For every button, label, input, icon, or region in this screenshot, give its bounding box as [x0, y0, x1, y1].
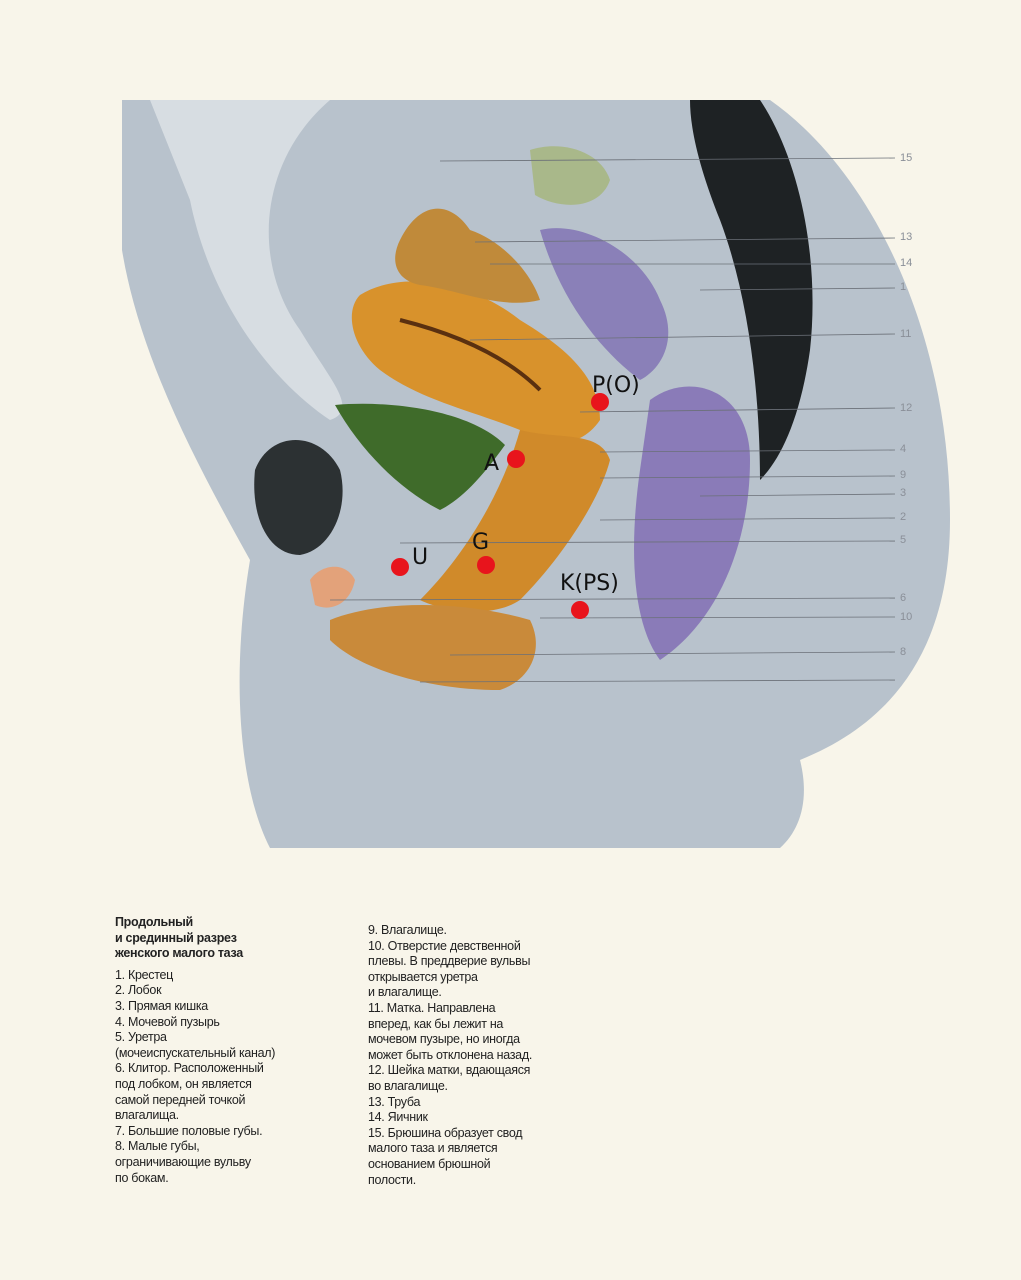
callout-number: 4 — [900, 443, 906, 455]
marker-dot — [591, 393, 609, 411]
legend-item: 15. Брюшина образует свод малого таза и … — [368, 1125, 523, 1187]
marker-dot — [477, 556, 495, 574]
outer-fat-layer — [150, 100, 343, 420]
ovary-tube — [395, 208, 540, 303]
callout-number: 8 — [900, 646, 906, 658]
colon-loop — [530, 146, 610, 205]
marker-label: K(PS) — [560, 571, 619, 596]
marker-label: P(O) — [592, 373, 640, 398]
legend-item: 11. Матка. Направлена вперед, как бы леж… — [368, 1000, 533, 1062]
legend-item: 6. Клитор. Расположенный под лобком, он … — [115, 1061, 264, 1123]
callout-number: 3 — [900, 487, 906, 499]
callout-number: 10 — [900, 611, 912, 623]
callout-lines — [329, 157, 896, 683]
legend-item: 14. Яичник — [368, 1110, 428, 1125]
pubic-bone — [254, 440, 343, 555]
marker-dot — [391, 558, 409, 576]
sigmoid — [540, 228, 669, 380]
vagina — [420, 430, 610, 612]
legend-item: 13. Труба — [368, 1094, 421, 1109]
labia — [330, 605, 536, 690]
callout-number: 1 — [900, 281, 906, 293]
legend-item: 2. Лобок — [115, 983, 162, 998]
legend-item: 3. Прямая кишка — [115, 998, 208, 1013]
sacrum — [690, 100, 813, 480]
clitoris — [310, 566, 355, 608]
callout-number: 12 — [900, 402, 912, 414]
callout-number: 5 — [900, 534, 906, 546]
caption-title: Продольный и срединный разрез женского м… — [115, 915, 243, 961]
callout-number: 15 — [900, 152, 912, 164]
callout-number: 14 — [900, 257, 912, 269]
marker-dot — [571, 601, 589, 619]
legend-item: 7. Большие половые губы. — [115, 1123, 263, 1138]
legend-item: 5. Уретра (мочеиспускательный канал) — [115, 1030, 276, 1060]
uterine-cavity — [399, 318, 542, 392]
callout-number: 9 — [900, 469, 906, 481]
callout-number: 11 — [900, 328, 911, 340]
legend-item: 9. Влагалище. — [368, 923, 447, 937]
legend-item: 8. Малые губы, ограничивающие вульву по … — [115, 1139, 251, 1185]
bladder — [335, 403, 505, 510]
callout-number: 2 — [900, 511, 906, 523]
callout-number: 6 — [900, 592, 906, 604]
marker-label: G — [472, 530, 489, 555]
legend-item: 1. Крестец — [115, 967, 174, 982]
marker-label: U — [412, 545, 428, 570]
legend-item: 4. Мочевой пузырь — [115, 1014, 220, 1029]
rectum — [634, 386, 750, 660]
legend-item: 10. Отверстие девственной плевы. В предд… — [368, 938, 531, 1000]
legend-item: 12. Шейка матки, вдающаяся во влагалище. — [368, 1063, 531, 1093]
caption-left: Продольный и срединный разрез женского м… — [115, 915, 315, 1186]
marker-label: A — [484, 451, 499, 476]
marker-dot — [507, 450, 525, 468]
callout-number: 13 — [900, 231, 912, 243]
caption-right: 9. Влагалище.10. Отверстие девственной п… — [368, 923, 588, 1188]
